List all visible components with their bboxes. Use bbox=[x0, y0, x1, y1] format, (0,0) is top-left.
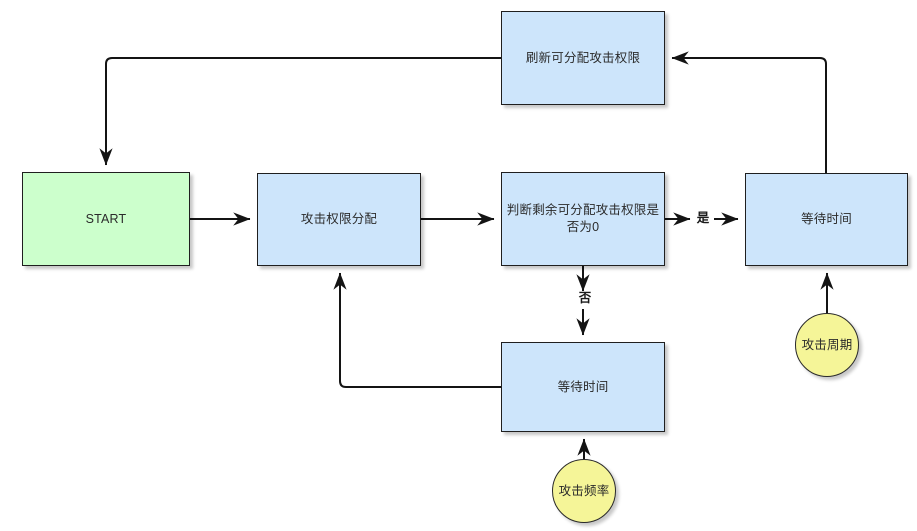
edge-wait-right-to-refresh bbox=[671, 51, 827, 173]
node-label: 刷新可分配攻击权限 bbox=[525, 50, 641, 65]
node-attack-cycle[interactable]: 攻击周期 bbox=[795, 313, 859, 377]
node-label: 判断剩余可分配攻击权限是否为0 bbox=[506, 203, 660, 234]
node-label: START bbox=[85, 211, 127, 226]
node-label: 等待时间 bbox=[801, 212, 852, 227]
node-refresh-permission[interactable]: 刷新可分配攻击权限 bbox=[501, 11, 665, 105]
edge-label-no: 否 bbox=[574, 292, 596, 305]
node-attack-frequency[interactable]: 攻击频率 bbox=[552, 459, 616, 523]
edge-wait-bottom-to-allocate bbox=[333, 272, 501, 388]
node-wait-time-bottom[interactable]: 等待时间 bbox=[501, 342, 665, 432]
node-label: 攻击频率 bbox=[558, 483, 610, 498]
node-label: 攻击权限分配 bbox=[300, 212, 378, 227]
edge-label-yes: 是 bbox=[692, 212, 714, 225]
node-start[interactable]: START bbox=[22, 172, 190, 266]
edge-refresh-to-start bbox=[99, 57, 501, 166]
node-allocate-permission[interactable]: 攻击权限分配 bbox=[257, 173, 421, 266]
node-label: 攻击周期 bbox=[801, 337, 853, 352]
node-label: 等待时间 bbox=[557, 379, 609, 394]
node-wait-time-right[interactable]: 等待时间 bbox=[745, 173, 908, 266]
node-judge-remaining-permission[interactable]: 判断剩余可分配攻击权限是否为0 bbox=[501, 172, 665, 266]
